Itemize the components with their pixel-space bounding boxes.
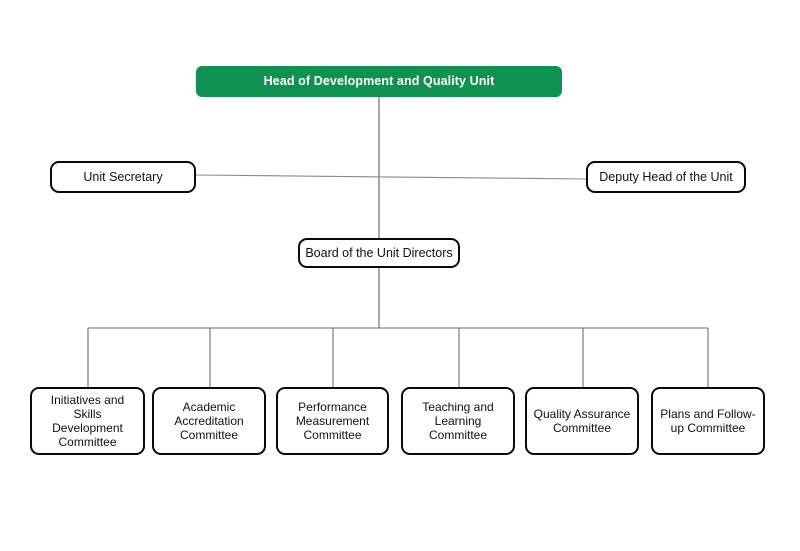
node-committee[interactable]: Performance Measurement Committee [276, 387, 389, 455]
committee-label: Academic Accreditation Committee [174, 399, 244, 443]
node-committee[interactable]: Teaching and Learning Committee [401, 387, 515, 455]
node-deputy-head[interactable]: Deputy Head of the Unit [586, 161, 746, 193]
committee-label: Performance Measurement Committee [295, 399, 370, 443]
connector-secretary-to-deputy [195, 174, 587, 180]
node-head-of-unit[interactable]: Head of Development and Quality Unit [196, 66, 562, 97]
committee-label: Plans and Follow-up Committee [660, 406, 756, 435]
node-unit-secretary[interactable]: Unit Secretary [50, 161, 196, 193]
committee-label: Quality Assurance Committee [533, 406, 631, 435]
committee-label: Initiatives and Skills Development Commi… [50, 392, 125, 450]
node-board-of-directors[interactable]: Board of the Unit Directors [298, 238, 460, 268]
node-committee[interactable]: Plans and Follow-up Committee [651, 387, 765, 455]
node-committee[interactable]: Initiatives and Skills Development Commi… [30, 387, 145, 455]
committee-label: Teaching and Learning Committee [422, 399, 494, 443]
node-committee[interactable]: Academic Accreditation Committee [152, 387, 266, 455]
node-committee[interactable]: Quality Assurance Committee [525, 387, 639, 455]
